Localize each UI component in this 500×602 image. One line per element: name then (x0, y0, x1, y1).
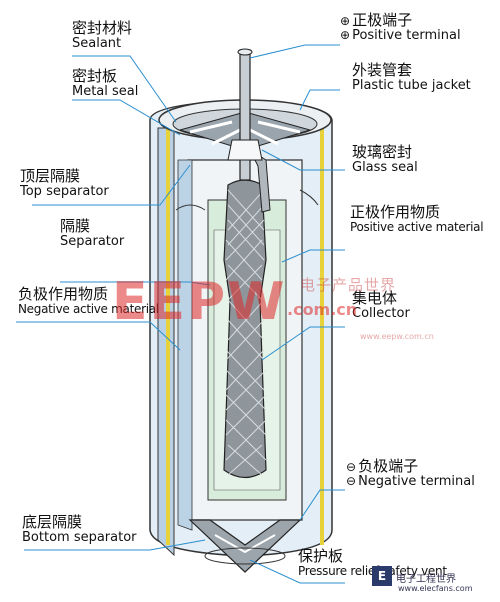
label-sealant: 密封材料 Sealant (72, 19, 133, 52)
label-bottom-separator-zh: 底层隔膜 (22, 513, 83, 531)
battery-body (149, 48, 333, 573)
label-top-separator-en: Top separator (20, 184, 109, 200)
label-separator: 隔膜 Separator (60, 217, 125, 250)
label-collector-en: Collector (352, 306, 410, 322)
leader-lines (16, 44, 345, 584)
label-negative-active-en: Negative active material (18, 302, 159, 317)
label-negative-active-zh: 负极作用物质 (18, 285, 109, 303)
label-metal-seal-en: Metal seal (72, 84, 139, 100)
watermark-bottom-url: www.elecfans.com (398, 584, 473, 593)
label-plastic-jacket: 外装管套 Plastic tube jacket (352, 61, 471, 94)
label-collector: 集电体 Collector (352, 289, 410, 322)
label-sealant-zh: 密封材料 (72, 19, 133, 37)
label-negative-active: 负极作用物质 Negative active material (18, 285, 159, 317)
label-negative-terminal-en: Negative terminal (358, 474, 475, 490)
label-top-separator: 顶层隔膜 Top separator (20, 167, 109, 200)
label-collector-zh: 集电体 (352, 289, 398, 307)
label-glass-seal-en: Glass seal (352, 160, 418, 176)
label-negative-terminal-zh: 负极端子 (358, 457, 419, 475)
watermark-url: www.eepw.com.cn (360, 332, 434, 341)
label-positive-active: 正极作用物质 Positive active material (350, 203, 484, 235)
elecfans-logo-icon: E (372, 566, 392, 586)
label-positive-terminal-zh: 正极端子 (352, 11, 413, 29)
label-positive-terminal-en: Positive terminal (352, 28, 461, 44)
label-glass-seal-zh: 玻璃密封 (352, 143, 413, 161)
label-metal-seal-zh: 密封板 (72, 67, 118, 85)
watermark-main: EEPW (112, 272, 287, 332)
minus-circle-icon: ⊖ (346, 460, 357, 474)
label-bottom-separator: 底层隔膜 Bottom separator (22, 513, 137, 546)
watermark-cn: 电子产品世界 (300, 276, 397, 294)
plus-circle-icon-en: ⊕ (340, 28, 351, 43)
label-sealant-en: Sealant (72, 36, 122, 52)
minus-circle-icon-en: ⊖ (346, 474, 357, 489)
label-metal-seal: 密封板 Metal seal (72, 67, 139, 100)
label-plastic-jacket-zh: 外装管套 (352, 61, 413, 79)
label-pressure-relief-zh: 保护板 (298, 547, 344, 565)
label-separator-zh: 隔膜 (60, 217, 91, 235)
watermark-com: .com.cn (287, 300, 358, 319)
label-separator-en: Separator (60, 234, 125, 250)
plus-circle-icon: ⊕ (340, 14, 351, 28)
label-plastic-jacket-en: Plastic tube jacket (352, 78, 471, 94)
label-bottom-separator-en: Bottom separator (22, 530, 137, 546)
label-glass-seal: 玻璃密封 Glass seal (352, 143, 418, 176)
label-positive-terminal: ⊕正极端子 ⊕Positive terminal (340, 11, 461, 44)
label-positive-active-zh: 正极作用物质 (350, 203, 441, 221)
label-top-separator-zh: 顶层隔膜 (20, 167, 81, 185)
watermark-bottom-logo: 电子工程世界 (396, 574, 456, 585)
eepw-watermark: EEPW .com.cn (112, 272, 372, 342)
label-positive-active-en: Positive active material (350, 220, 484, 235)
label-negative-terminal: ⊖负极端子 ⊖Negative terminal (346, 457, 475, 490)
